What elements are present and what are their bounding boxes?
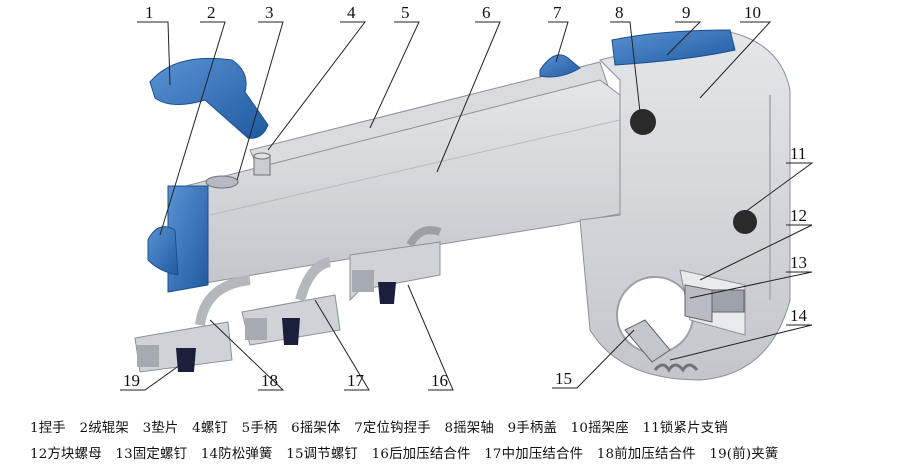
legend-item: 12方块螺母 xyxy=(30,447,102,462)
legend-item: 19(前)夹簧 xyxy=(709,447,779,462)
callout-2: 2 xyxy=(207,3,216,22)
legend-item: 16后加压结合件 xyxy=(371,447,471,462)
grip-knob xyxy=(149,57,269,139)
legend-item: 1捏手 xyxy=(30,421,66,436)
callout-8: 8 xyxy=(615,3,624,22)
callout-4: 4 xyxy=(347,3,356,22)
legend-item: 5手柄 xyxy=(241,421,278,436)
handle-cover xyxy=(611,29,736,66)
washer xyxy=(205,175,239,189)
legend-item: 13固定螺钉 xyxy=(115,447,188,462)
legend-item: 18前加压结合件 xyxy=(596,447,696,462)
callout-11: 11 xyxy=(790,144,806,163)
legend-item: 3垫片 xyxy=(142,421,179,436)
legend-item: 10摇架座 xyxy=(570,421,629,436)
leader-lines xyxy=(120,21,814,391)
callout-numbers: 1 2 3 4 5 6 7 8 9 10 11 12 13 14 15 16 1… xyxy=(123,3,808,390)
callout-14: 14 xyxy=(790,306,808,325)
legend-row-2: 12方块螺母 13固定螺钉 14防松弹簧 15调节螺钉 16后加压结合件 17中… xyxy=(30,442,904,462)
callout-10: 10 xyxy=(744,3,761,22)
callout-16: 16 xyxy=(431,371,448,390)
callout-1: 1 xyxy=(145,3,154,22)
front-clamp-spring xyxy=(176,348,196,372)
legend-item: 8摇架轴 xyxy=(444,421,494,436)
callout-6: 6 xyxy=(482,3,491,22)
callout-13: 13 xyxy=(790,253,807,272)
legend-row-1: 1捏手 2绒辊架 3垫片 4螺钉 5手柄 6摇架体 7定位钩捏手 8摇架轴 9手… xyxy=(30,416,904,436)
square-nut xyxy=(684,284,713,323)
hook-knob xyxy=(539,54,581,78)
callout-3: 3 xyxy=(265,3,274,22)
lock-pin xyxy=(733,210,757,234)
adjusting-screw xyxy=(624,319,671,363)
cradle-shaft xyxy=(630,109,656,135)
legend-item: 2绒辊架 xyxy=(79,421,129,436)
legend-item: 9手柄盖 xyxy=(507,421,558,436)
callout-15: 15 xyxy=(555,369,572,388)
callout-17: 17 xyxy=(347,371,365,390)
callout-7: 7 xyxy=(553,3,562,22)
legend-item: 4螺钉 xyxy=(192,421,228,436)
legend-item: 7定位钩捏手 xyxy=(354,421,431,436)
callout-12: 12 xyxy=(790,206,807,225)
callout-5: 5 xyxy=(401,3,410,22)
legend-item: 17中加压结合件 xyxy=(484,447,584,462)
cradle-assembly-diagram: 1 2 3 4 5 6 7 8 9 10 11 12 13 14 15 16 1… xyxy=(120,3,814,391)
fixing-screw xyxy=(711,289,745,313)
anti-loose-spring xyxy=(653,363,699,373)
legend-item: 6摇架体 xyxy=(291,421,341,436)
callout-9: 9 xyxy=(682,3,691,22)
callout-18: 18 xyxy=(261,371,278,390)
legend-item: 14防松弹簧 xyxy=(200,447,273,462)
callout-19: 19 xyxy=(123,371,140,390)
legend-item: 15调节螺钉 xyxy=(286,447,359,462)
legend-item: 11锁紧片支销 xyxy=(642,421,728,436)
